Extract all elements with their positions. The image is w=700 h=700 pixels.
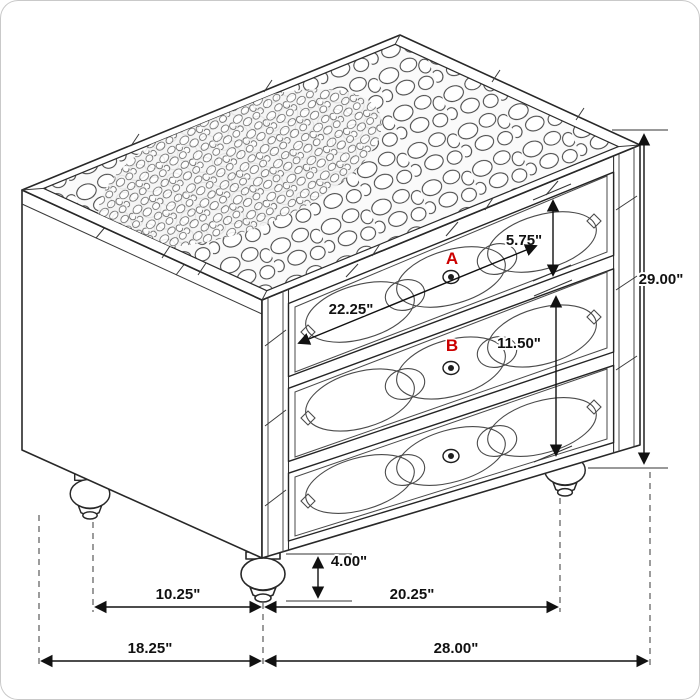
dim-front-foot-span: 20.25" bbox=[264, 584, 559, 614]
dim-label-overall-width: 28.00" bbox=[434, 640, 479, 657]
dim-label-left-foot-inset: 10.25" bbox=[156, 586, 201, 603]
dim-interior-width: 22.25" bbox=[297, 244, 538, 345]
dim-label-overall-height: 29.00" bbox=[639, 271, 684, 288]
dim-label-interior-width: 22.25" bbox=[329, 301, 374, 318]
dim-left-foot-inset: 10.25" bbox=[94, 584, 262, 614]
dim-overall-height: 29.00" bbox=[588, 129, 685, 469]
dim-label-overall-depth: 18.25" bbox=[128, 640, 173, 657]
dim-foot-height: 4.00" bbox=[286, 551, 369, 602]
drawer-3-knob bbox=[442, 448, 460, 464]
drawer-2-knob bbox=[442, 360, 460, 376]
dim-label-foot-height: 4.00" bbox=[331, 553, 367, 570]
drawer-1-knob bbox=[442, 269, 460, 285]
dim-label-front-foot-span: 20.25" bbox=[390, 586, 435, 603]
dim-overall-width: 28.00" bbox=[264, 638, 649, 668]
dim-label-top-drawer-height: 5.75" bbox=[506, 232, 542, 249]
croc-texture-dense-center bbox=[98, 89, 382, 247]
dim-label-lower-drawers-height: 11.50" bbox=[497, 335, 541, 352]
extension-lines bbox=[38, 472, 651, 666]
marker-a-label: A bbox=[446, 249, 458, 268]
marker-b-label: B bbox=[446, 336, 458, 355]
bun-foot-front bbox=[240, 551, 286, 603]
dim-overall-depth: 18.25" bbox=[40, 638, 262, 668]
drawer-3-ornament bbox=[300, 397, 602, 514]
